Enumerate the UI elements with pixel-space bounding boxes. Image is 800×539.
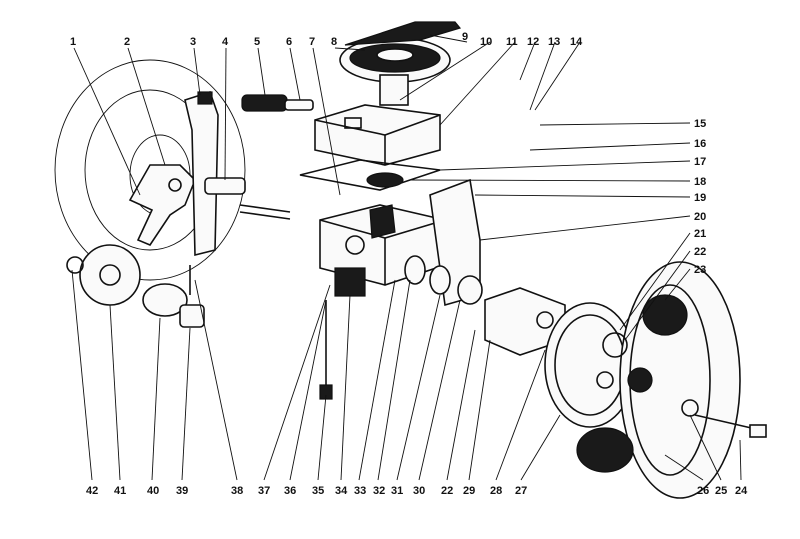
callout-30: 30 [413, 485, 425, 497]
callout-31: 31 [391, 485, 403, 497]
drive-gear [66, 244, 141, 306]
callout-18: 18 [694, 176, 706, 188]
bottom-callouts: 42 41 40 39 38 37 36 35 34 33 32 31 30 2… [86, 485, 748, 497]
worm-shaft [241, 94, 314, 112]
callout-5: 5 [254, 36, 260, 48]
callout-32: 32 [373, 485, 385, 497]
callout-24: 24 [735, 485, 748, 497]
callout-16: 16 [694, 138, 706, 150]
top-callouts: 1 2 3 4 5 6 7 8 9 10 11 12 13 14 [70, 31, 583, 48]
callout-42: 42 [86, 485, 98, 497]
callout-36: 36 [284, 485, 296, 497]
callout-22b: 22 [441, 485, 453, 497]
callout-34: 34 [335, 485, 348, 497]
callout-10: 10 [480, 36, 492, 48]
belt [344, 21, 462, 46]
clutch-collar [142, 265, 205, 328]
callout-38: 38 [231, 485, 243, 497]
callout-6: 6 [286, 36, 292, 48]
callout-2: 2 [124, 36, 130, 48]
right-callouts: 15 16 17 18 19 20 21 22 23 [694, 118, 706, 276]
callout-12: 12 [527, 36, 539, 48]
callout-40: 40 [147, 485, 159, 497]
callout-3: 3 [190, 36, 196, 48]
right-wheel [576, 261, 741, 499]
callout-29: 29 [463, 485, 475, 497]
callout-9: 9 [462, 31, 468, 43]
callout-17: 17 [694, 156, 706, 168]
callout-37: 37 [258, 485, 270, 497]
axle-shaft [204, 177, 291, 220]
callout-14: 14 [570, 36, 583, 48]
bearing [366, 172, 404, 188]
callout-19: 19 [694, 192, 706, 204]
callout-26: 26 [697, 485, 709, 497]
gearbox-housing [319, 204, 446, 297]
pulley [339, 37, 451, 106]
callout-1: 1 [70, 36, 76, 48]
callout-27: 27 [515, 485, 527, 497]
callout-11: 11 [506, 36, 518, 48]
drive-lever [128, 164, 196, 246]
gearbox-cover [314, 104, 441, 166]
callout-28: 28 [490, 485, 502, 497]
callout-22: 22 [694, 246, 706, 258]
callout-13: 13 [548, 36, 560, 48]
callout-21: 21 [694, 228, 706, 240]
gasket [299, 159, 441, 191]
callout-15: 15 [694, 118, 706, 130]
callout-25: 25 [715, 485, 727, 497]
collar-parts [404, 255, 483, 305]
sprocket-chain [596, 332, 628, 389]
bottom-leaders [71, 269, 742, 481]
axle-bolt [319, 300, 333, 400]
leader-lines [73, 34, 691, 341]
callout-20: 20 [694, 211, 706, 223]
bracket [184, 91, 219, 257]
callout-41: 41 [114, 485, 126, 497]
callout-4: 4 [222, 36, 229, 48]
callout-23: 23 [694, 264, 706, 276]
callout-8: 8 [331, 36, 337, 48]
callout-35: 35 [312, 485, 324, 497]
callout-7: 7 [309, 36, 315, 48]
callout-33: 33 [354, 485, 366, 497]
callout-39: 39 [176, 485, 188, 497]
